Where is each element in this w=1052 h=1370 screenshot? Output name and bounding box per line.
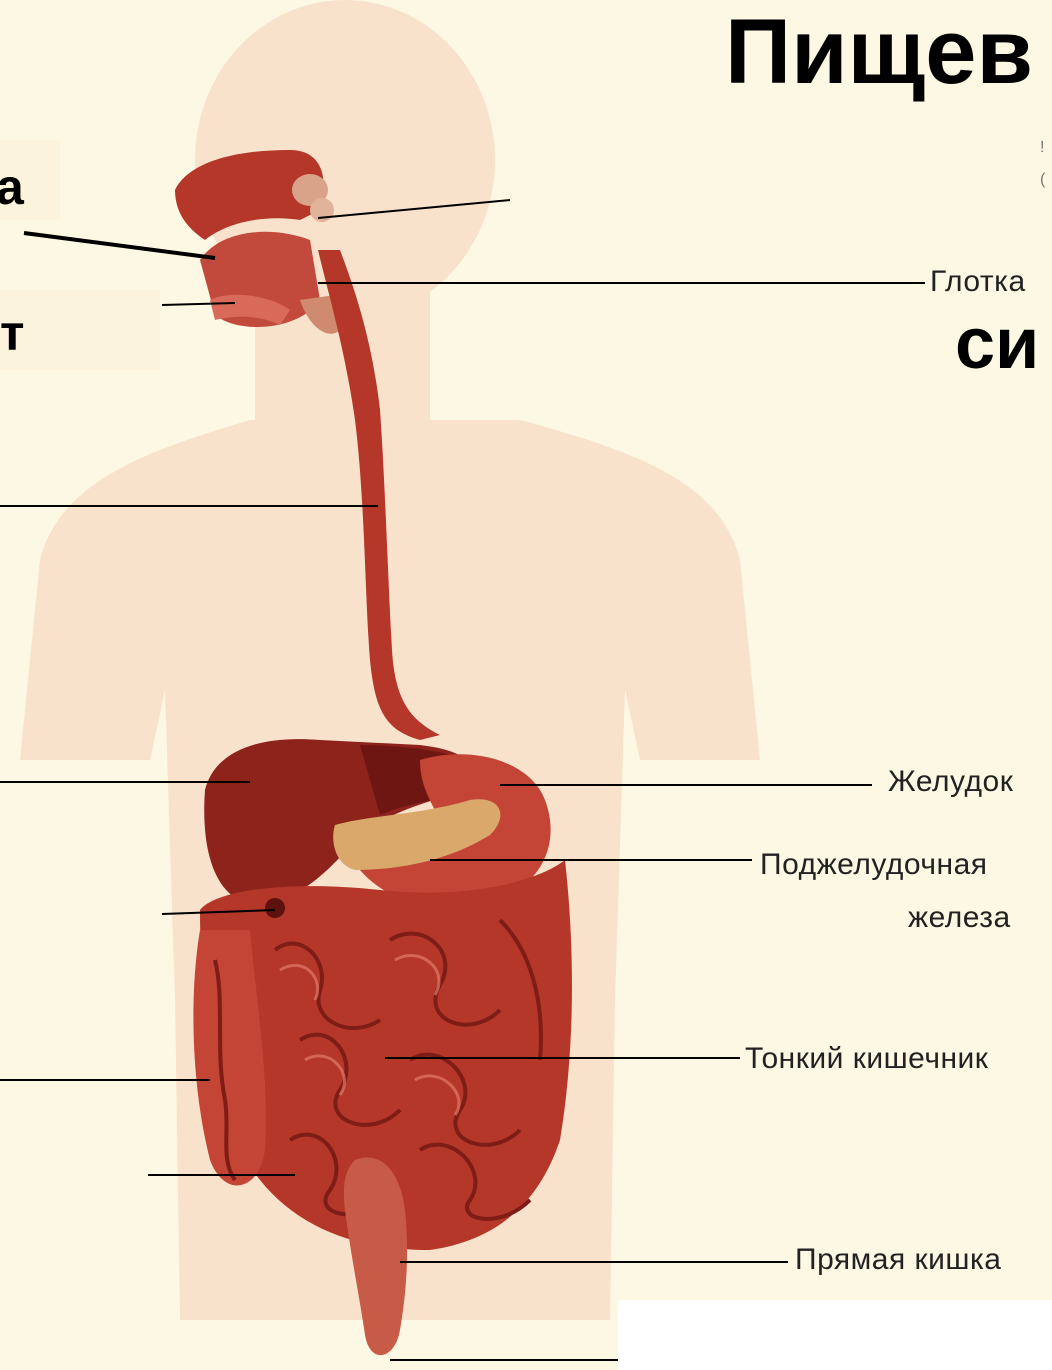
right-partial-mark: ( bbox=[1040, 172, 1046, 188]
page-title-line2: си bbox=[955, 308, 1039, 380]
label-small-intestine: Тонкий кишечник bbox=[745, 1044, 988, 1074]
blank-area bbox=[618, 1300, 1052, 1370]
label-pancreas-line2: железа bbox=[908, 903, 1011, 933]
rectum bbox=[344, 1157, 407, 1355]
right-partial-mark: ! bbox=[1040, 140, 1045, 156]
label-rectum: Прямая кишка bbox=[795, 1245, 1001, 1275]
left-partial-label: а bbox=[0, 162, 24, 212]
label-stomach: Желудок bbox=[888, 767, 1013, 797]
label-pancreas-line1: Поджелудочная bbox=[760, 850, 988, 880]
left-partial-label: т bbox=[0, 308, 25, 358]
label-pharynx: Глотка bbox=[930, 267, 1026, 297]
page-title: Пищев bbox=[725, 6, 1033, 98]
